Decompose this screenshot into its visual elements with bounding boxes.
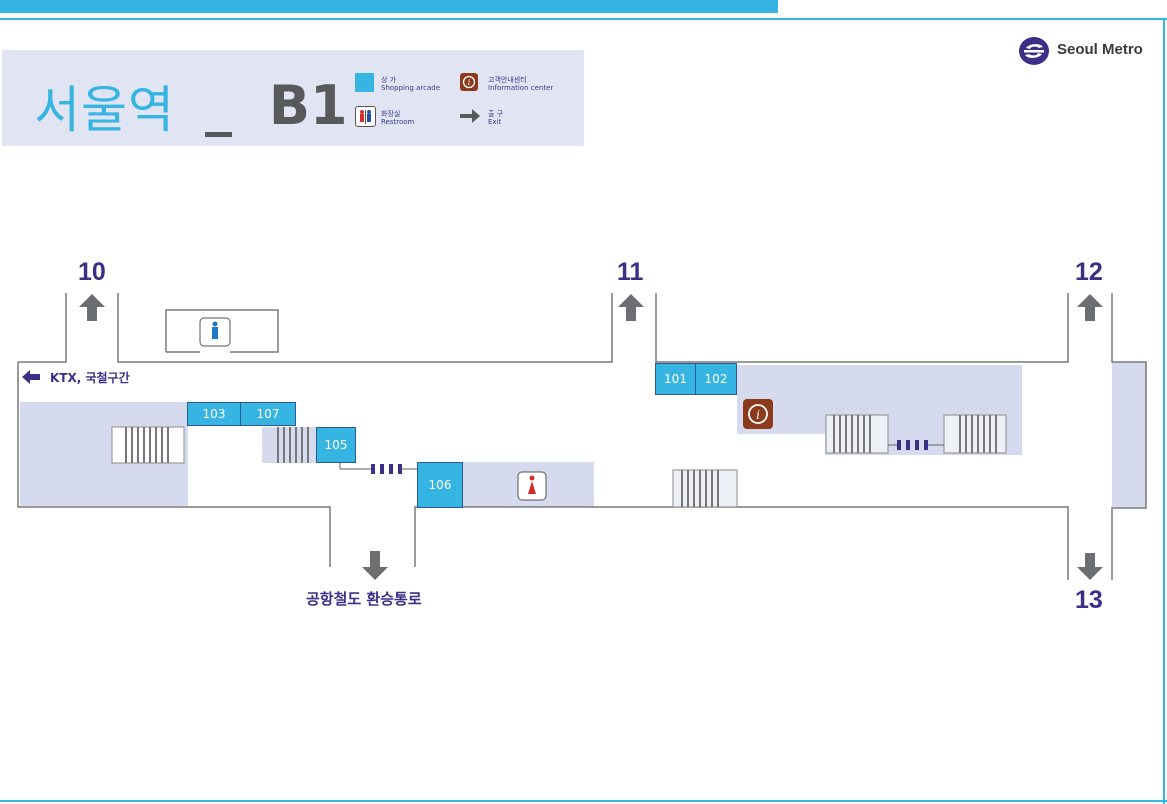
legend-restroom-en: Restroom: [381, 118, 415, 126]
info-icon: i: [460, 73, 478, 91]
store-101[interactable]: 101: [655, 363, 696, 395]
legend-shopping-en: Shopping arcade: [381, 84, 441, 92]
store-107[interactable]: 107: [240, 402, 296, 426]
wall-right: [1111, 293, 1147, 580]
exit-11-label: 11: [617, 258, 644, 286]
legend-restroom: 화장실 Restroom: [381, 110, 414, 126]
wall-left: [17, 362, 331, 567]
info-center-icon: i: [743, 399, 773, 429]
store-103[interactable]: 103: [187, 402, 241, 426]
station-name: 서울역: [34, 81, 175, 139]
title-separator: _: [205, 74, 232, 137]
wall-exit11-right: [655, 293, 1069, 363]
male-restroom-icon: [199, 317, 231, 347]
title-panel: [2, 50, 584, 146]
wall-left-top: [18, 293, 67, 363]
legend-exit-ko: 출 구: [488, 110, 504, 118]
svg-text:i: i: [468, 78, 471, 87]
ktx-arrow-icon: [22, 370, 40, 384]
right-border-line: [1163, 18, 1165, 804]
bottom-border-line: [0, 800, 1167, 802]
corridor-shade-right: [1112, 362, 1146, 508]
wall-exit10-right: [117, 293, 613, 363]
female-restroom-icon: [517, 471, 547, 501]
legend-info-ko: 고객안내센터: [488, 76, 527, 84]
ticket-gates-east: [897, 440, 928, 450]
top-border-line: [0, 18, 1167, 20]
exit-13-label: 13: [1075, 586, 1103, 614]
exit-11-arrow-icon: [618, 294, 644, 321]
ktx-direction-label: KTX, 국철구간: [50, 371, 130, 385]
exit-10-label: 10: [78, 258, 106, 286]
brand-name: Seoul Metro: [1057, 41, 1143, 58]
level-label: B1: [268, 74, 348, 137]
restroom-icon: [355, 106, 376, 127]
exit-12-label: 12: [1075, 258, 1103, 286]
airport-transfer-label: 공항철도 환승통로: [306, 590, 422, 608]
exit-arrow-icon: [458, 106, 482, 130]
ticket-gates-center: [371, 464, 402, 474]
restroom-room: [165, 309, 279, 353]
legend-shopping: 상 가 Shopping arcade: [381, 76, 440, 92]
legend-restroom-ko: 화장실: [381, 110, 401, 118]
legend-exit: 출 구 Exit: [488, 110, 503, 126]
seoul-metro-logo-icon: [1019, 37, 1049, 65]
wall-bottom-mid: [414, 506, 1069, 580]
store-105[interactable]: 105: [316, 427, 356, 463]
legend-exit-en: Exit: [488, 118, 502, 126]
legend-info-en: Information center: [488, 84, 554, 92]
top-color-bar: [0, 0, 778, 13]
store-106[interactable]: 106: [417, 462, 463, 508]
exit-10-arrow-icon: [79, 294, 105, 321]
floor-level: _ B1: [205, 74, 348, 137]
shopping-square-icon: [355, 73, 374, 92]
svg-text:i: i: [756, 408, 760, 422]
stairs-west: [111, 426, 185, 464]
airport-arrow-icon: [362, 551, 388, 580]
legend-shopping-ko: 상 가: [381, 76, 397, 84]
exit-13-arrow-icon: [1077, 553, 1103, 580]
legend-info: 고객안내센터 Information center: [488, 76, 553, 92]
exit-12-arrow-icon: [1077, 294, 1103, 321]
store-102[interactable]: 102: [695, 363, 737, 395]
